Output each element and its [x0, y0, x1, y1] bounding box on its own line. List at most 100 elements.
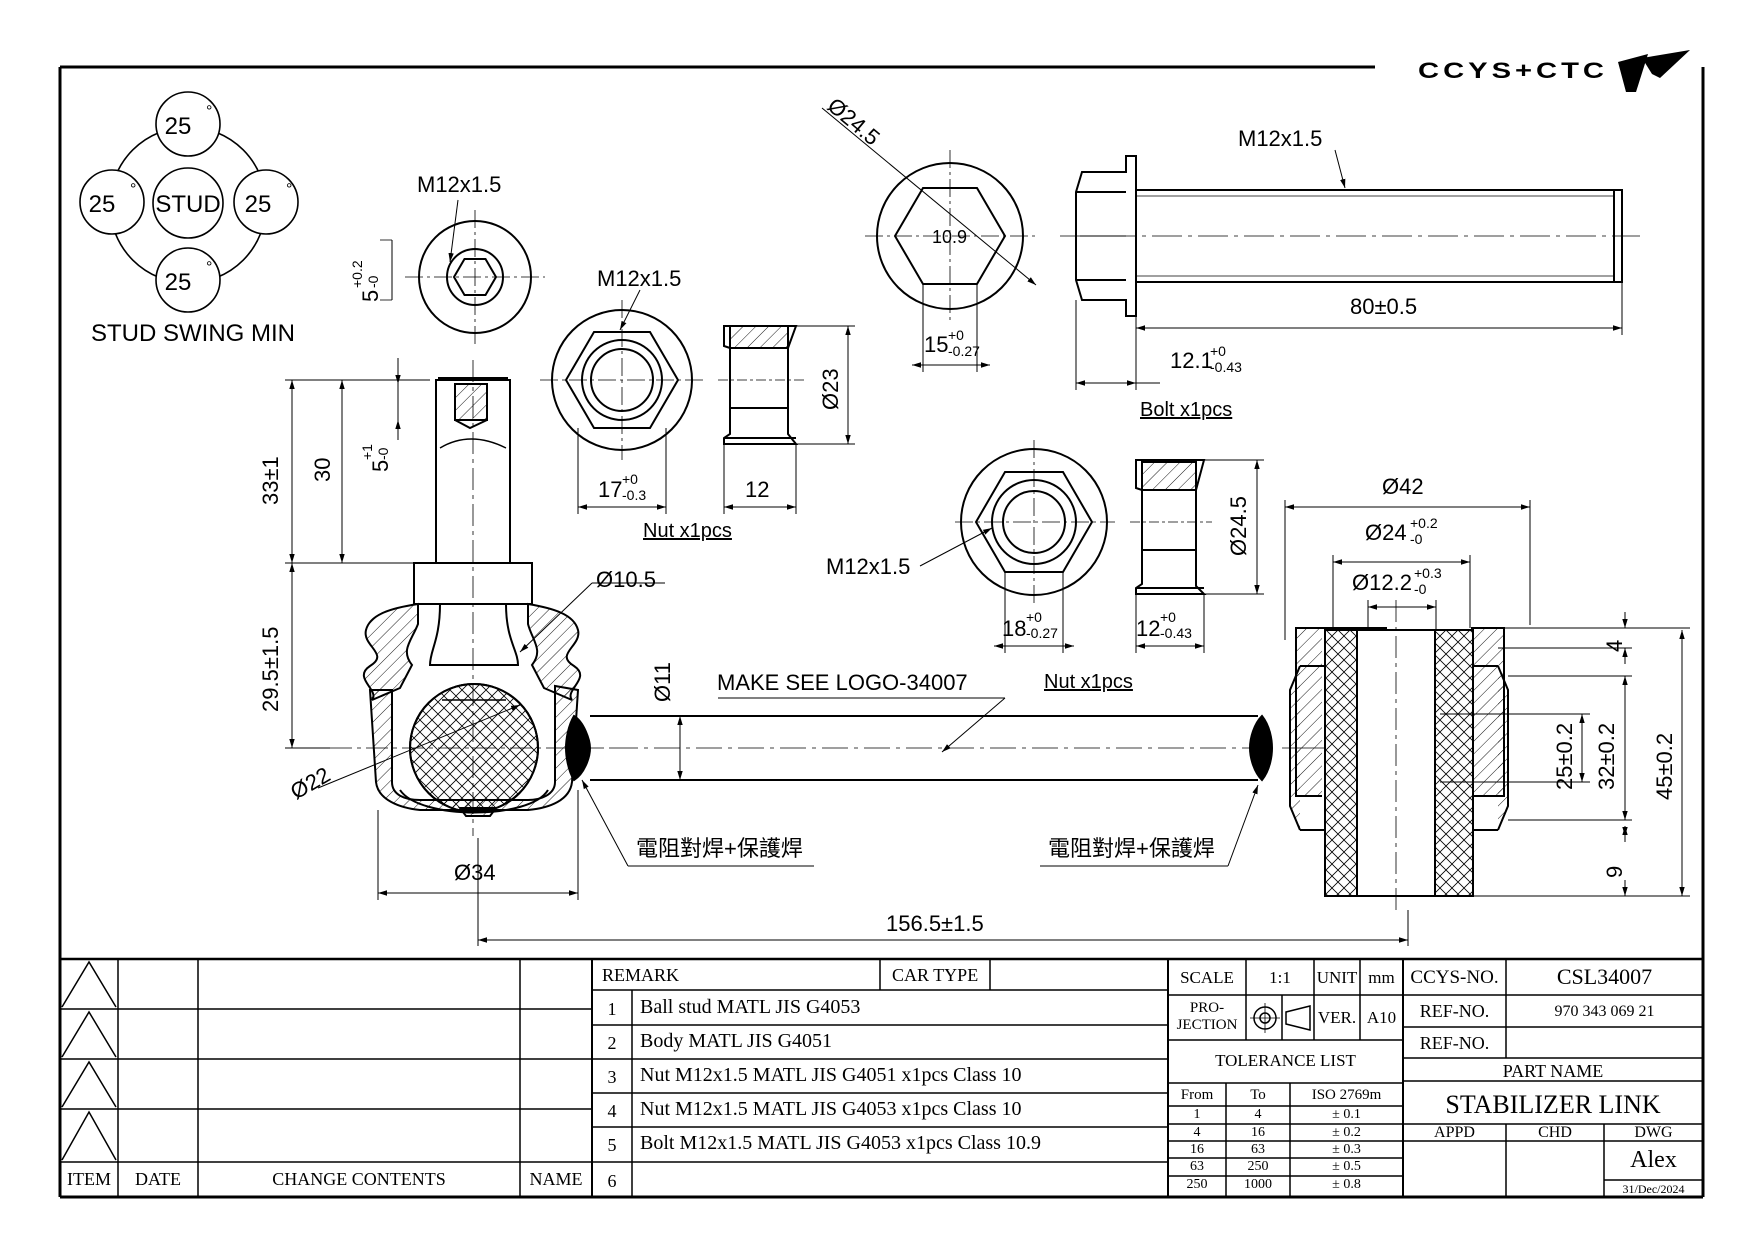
svg-text:29.5±1.5: 29.5±1.5 [258, 627, 283, 712]
ref-no-label-2: REF-NO. [1419, 1033, 1490, 1053]
projection-label-2: JECTION [1176, 1017, 1238, 1033]
swing-angle-top: 25 [165, 113, 192, 140]
drawing-frame [58, 65, 1705, 1199]
swing-angle-left: 25 [89, 191, 116, 218]
ver-label: VER. [1317, 1008, 1357, 1027]
svg-text:32±0.2: 32±0.2 [1594, 723, 1619, 790]
dimension-texts: M12x1.5 5 +0.2 -0 33±1 30 5 +1 -0 29.5±1… [258, 93, 1677, 936]
swing-caption: STUD SWING MIN [91, 320, 295, 347]
svg-text:12: 12 [1136, 616, 1160, 641]
svg-text:+0: +0 [1160, 609, 1176, 625]
remark-text-3: Nut M12x1.5 MATL JIS G4051 x1pcs Class 1… [640, 1064, 1022, 1086]
ccys-no-label: CCYS-NO. [1410, 967, 1499, 988]
svg-text:-0: -0 [375, 447, 391, 460]
tol-row-4-val: ± 0.5 [1332, 1159, 1361, 1174]
svg-text:18: 18 [1002, 616, 1026, 641]
stud-swing-diagram: STUD 25 25 25 25 ° ° ° ° STUD SWING MIN [79, 91, 299, 347]
ref-no-label-1: REF-NO. [1419, 1001, 1490, 1021]
dwg-label: DWG [1634, 1124, 1673, 1141]
svg-text:°: ° [286, 181, 292, 198]
svg-text:15: 15 [924, 332, 948, 357]
remark-no-1: 1 [607, 999, 617, 1019]
tolerance-title: TOLERANCE LIST [1215, 1051, 1356, 1070]
drawing-date: 31/Dec/2024 [1622, 1182, 1685, 1196]
svg-text:+0: +0 [622, 471, 638, 487]
svg-text:9: 9 [1602, 866, 1627, 878]
stud-thread-label: M12x1.5 [417, 172, 501, 197]
projection-label-1: PRO- [1189, 1000, 1225, 1016]
svg-text:10.9: 10.9 [932, 227, 967, 247]
rev-col-item: ITEM [67, 1169, 111, 1189]
svg-text:+0: +0 [1026, 609, 1042, 625]
svg-text:°: ° [206, 259, 212, 276]
bushing-section [1282, 600, 1509, 910]
svg-text:17: 17 [598, 477, 622, 502]
scale-value: 1:1 [1269, 968, 1291, 987]
part-name-value: STABILIZER LINK [1445, 1090, 1661, 1119]
stabilizer-rod [590, 714, 1274, 782]
remark-no-4: 4 [607, 1101, 617, 1121]
svg-text:+0.2: +0.2 [1410, 515, 1438, 531]
tol-row-5-from: 250 [1186, 1177, 1208, 1192]
svg-text:-0: -0 [1414, 581, 1427, 597]
svg-text:CCYS+CTC: CCYS+CTC [1418, 58, 1608, 83]
tol-row-4-to: 250 [1247, 1159, 1269, 1174]
nut2-label: Nut x1pcs [1044, 671, 1133, 693]
svg-text:30: 30 [310, 458, 335, 482]
rev-col-change: CHANGE CONTENTS [272, 1169, 446, 1189]
svg-text:+0.2: +0.2 [349, 260, 365, 288]
svg-text:5: 5 [358, 290, 383, 302]
tol-row-2-from: 4 [1193, 1125, 1201, 1140]
svg-text:-0.27: -0.27 [1026, 625, 1058, 641]
ref-no-value-1: 970 343 069 21 [1554, 1003, 1655, 1020]
remark-text-5: Bolt M12x1.5 MATL JIS G4053 x1pcs Class … [640, 1132, 1041, 1154]
ball-joint-assembly [330, 360, 612, 836]
svg-text:Ø24.5: Ø24.5 [823, 93, 885, 151]
svg-text:80±0.5: 80±0.5 [1350, 294, 1417, 319]
remark-text-1: Ball stud MATL JIS G4053 [640, 996, 861, 1018]
svg-text:+0: +0 [948, 327, 964, 343]
tol-row-1-val: ± 0.1 [1332, 1107, 1361, 1122]
rev-col-date: DATE [135, 1169, 181, 1189]
svg-text:-0.3: -0.3 [622, 487, 646, 503]
remark-no-6: 6 [607, 1171, 617, 1191]
tol-row-2-val: ± 0.2 [1332, 1125, 1361, 1140]
svg-text:33±1: 33±1 [258, 456, 283, 505]
chd-label: CHD [1538, 1124, 1572, 1141]
svg-text:Ø11: Ø11 [650, 662, 675, 702]
overall-length: 156.5±1.5 [886, 911, 984, 936]
svg-text:Ø24.5: Ø24.5 [1226, 496, 1251, 556]
svg-text:Ø34: Ø34 [454, 860, 496, 885]
dimension-lines [285, 107, 1690, 946]
svg-text:M12x1.5: M12x1.5 [1238, 126, 1322, 151]
swing-angle-bottom: 25 [165, 269, 192, 296]
svg-text:+0: +0 [1210, 343, 1226, 359]
nut1-label: Nut x1pcs [643, 520, 732, 542]
svg-text:M12x1.5: M12x1.5 [826, 554, 910, 579]
tol-row-3-val: ± 0.3 [1332, 1142, 1361, 1157]
rev-col-name: NAME [529, 1169, 583, 1189]
svg-text:12: 12 [745, 477, 769, 502]
tol-row-4-from: 63 [1190, 1159, 1204, 1174]
remark-text-4: Nut M12x1.5 MATL JIS G4053 x1pcs Class 1… [640, 1098, 1022, 1120]
tol-row-5-to: 1000 [1244, 1177, 1272, 1192]
svg-text:Ø10.5: Ø10.5 [596, 567, 656, 592]
svg-text:°: ° [206, 103, 212, 120]
svg-text:-0.43: -0.43 [1160, 625, 1192, 641]
ver-value: A10 [1366, 1008, 1397, 1027]
tol-row-5-val: ± 0.8 [1332, 1177, 1361, 1192]
tol-row-1-from: 1 [1193, 1107, 1201, 1122]
tol-row-2-to: 16 [1251, 1125, 1265, 1140]
swing-angle-right: 25 [245, 191, 272, 218]
remark-no-3: 3 [607, 1067, 617, 1087]
title-block-grid [60, 959, 1703, 1197]
tol-row-3-to: 63 [1251, 1142, 1265, 1157]
remark-no-5: 5 [607, 1135, 617, 1155]
svg-text:Ø23: Ø23 [818, 368, 843, 410]
appd-label: APPD [1434, 1124, 1475, 1141]
car-type-header: CAR TYPE [892, 965, 979, 985]
svg-text:5: 5 [368, 460, 393, 472]
svg-text:-0: -0 [1410, 531, 1423, 547]
svg-text:-0: -0 [365, 275, 381, 288]
flange-nut-2 [955, 440, 1212, 605]
